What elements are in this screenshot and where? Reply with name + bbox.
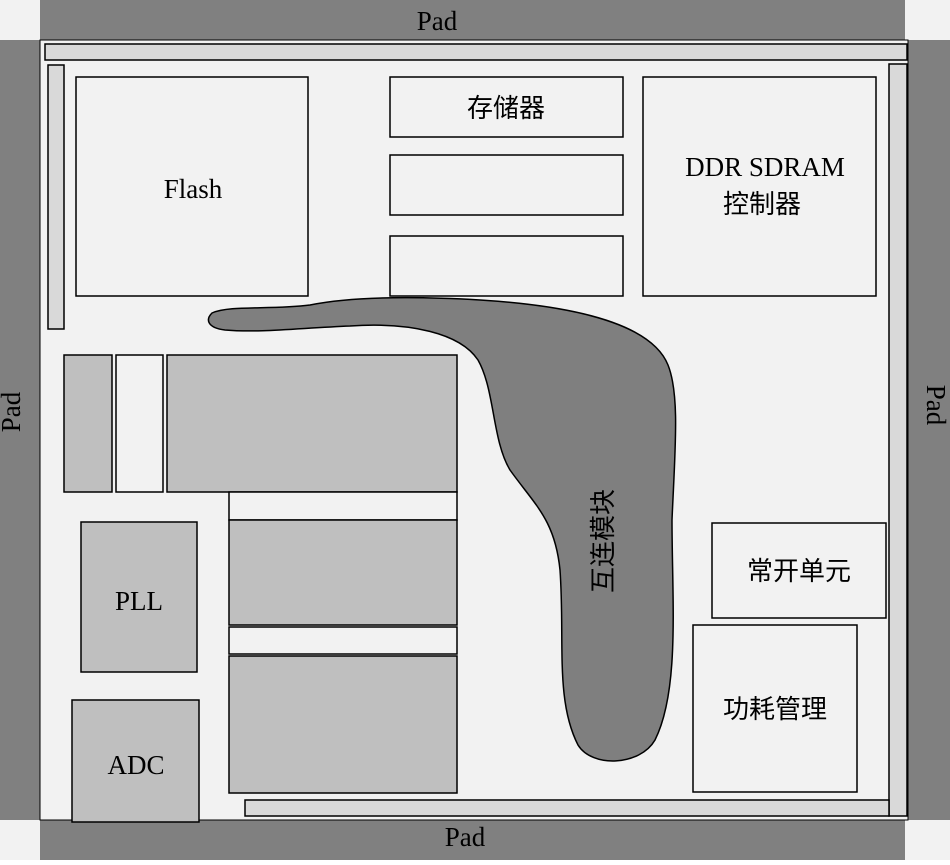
pll-block [80,521,198,673]
always-on-label: 常开单元 [747,557,851,587]
ddr-controller-block [642,76,877,297]
ddr-controller-label-line2: 控制器 [723,190,801,220]
strip-right [888,63,908,817]
corner-bottom-left [0,820,40,860]
interconnect-label: 互连模块 [589,489,619,593]
strip-left [47,64,65,330]
pad-label-left: Pad [0,391,26,432]
always-on-block [711,522,887,619]
pll-label: PLL [115,586,163,616]
flash-block [75,76,309,297]
memory-label: 存储器 [467,94,545,124]
logic-block-a [63,354,113,493]
adc-label: ADC [107,750,164,780]
memory-block-3 [389,235,624,297]
logic-block-e [228,655,458,794]
pad-label-right: Pad [921,385,950,426]
memory-block-2 [389,154,624,216]
ddr-controller-label-line1: DDR SDRAM [685,152,845,182]
logic-block-c [166,354,458,493]
adc-block [71,699,200,823]
strip-top [44,43,908,61]
corner-bottom-right [905,820,950,860]
corner-top-right [905,0,950,40]
flash-label: Flash [164,174,223,204]
power-management-label: 功耗管理 [723,695,827,725]
interconnect-region [207,296,677,762]
logic-block-d [228,519,458,626]
pad-label-top: Pad [417,6,458,36]
memory-block-1 [389,76,624,138]
channel-1 [228,491,458,521]
channel-2 [228,626,458,655]
logic-block-b [115,354,164,493]
strip-bottom [244,799,890,817]
pad-label-bottom: Pad [445,822,486,852]
corner-top-left [0,0,40,40]
power-management-block [692,624,858,793]
